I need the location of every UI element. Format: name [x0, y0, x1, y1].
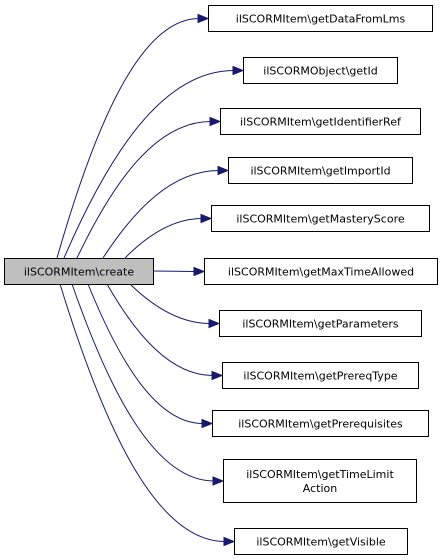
edge-9 [71, 283, 215, 482]
arrowhead-4 [200, 213, 213, 224]
target-node-10[interactable]: ilSCORMItem\getVisible [234, 528, 408, 555]
target-node-4-box [211, 205, 430, 232]
arrowhead-2 [209, 116, 222, 127]
target-node-4-label-0: ilSCORMItem\getMasteryScore [236, 213, 404, 226]
edge-7 [106, 283, 214, 376]
target-node-1[interactable]: ilSCORMObject\getId [243, 57, 398, 84]
target-node-7-box [222, 362, 419, 389]
target-node-10-label-0: ilSCORMItem\getVisible [256, 536, 386, 549]
target-node-4[interactable]: ilSCORMItem\getMasteryScore [211, 205, 430, 232]
target-node-6-box [219, 310, 422, 337]
target-node-7[interactable]: ilSCORMItem\getPrereqType [222, 362, 419, 389]
target-node-0-box [208, 5, 433, 32]
target-node-1-box [243, 57, 398, 84]
arrowhead-8 [201, 418, 214, 429]
target-node-9-box [223, 459, 417, 503]
target-node-2-label-0: ilSCORMItem\getIdentifierRef [240, 116, 402, 129]
target-node-6-label-0: ilSCORMItem\getParameters [242, 318, 399, 331]
call-edges [56, 13, 245, 547]
edge-10 [59, 283, 226, 542]
target-node-8-label-0: ilSCORMItem\getPrerequisites [238, 418, 403, 431]
arrowhead-9 [212, 476, 225, 486]
target-node-3[interactable]: ilSCORMItem\getImportId [228, 157, 413, 184]
target-node-2-box [220, 108, 421, 135]
source-node-label: ilSCORMItem\create [24, 266, 134, 279]
edge-8 [87, 283, 204, 424]
target-node-10-box [234, 528, 408, 555]
target-node-9-label-1: Action [303, 482, 337, 495]
edge-1 [63, 70, 235, 259]
source-node-box [4, 258, 154, 285]
arrowhead-3 [217, 165, 230, 176]
arrowhead-0 [197, 13, 210, 24]
target-node-3-label-0: ilSCORMItem\getImportId [250, 165, 390, 178]
target-node-5[interactable]: ilSCORMItem\getMaxTimeAllowed [204, 258, 438, 285]
target-node-6[interactable]: ilSCORMItem\getParameters [219, 310, 422, 337]
target-node-0-label-0: ilSCORMItem\getDataFromLms [236, 13, 406, 26]
source-node[interactable]: ilSCORMItem\create [4, 258, 154, 285]
target-node-1-label-0: ilSCORMObject\getId [263, 65, 377, 78]
target-node-9-label-0: ilSCORMItem\getTimeLimit [246, 468, 394, 481]
target-node-8[interactable]: ilSCORMItem\getPrerequisites [212, 410, 429, 437]
edge-2 [76, 121, 212, 259]
target-node-2[interactable]: ilSCORMItem\getIdentifierRef [220, 108, 421, 135]
edge-4 [124, 218, 203, 259]
arrowhead-7 [211, 370, 224, 381]
arrowhead-1 [232, 65, 245, 76]
call-nodes: ilSCORMItem\create ilSCORMItem\getDataFro… [4, 5, 438, 555]
target-node-7-label-0: ilSCORMItem\getPrereqType [243, 370, 397, 383]
edge-6 [129, 283, 211, 324]
edge-3 [102, 170, 220, 259]
arrowhead-6 [208, 318, 221, 329]
arrowhead-5 [193, 266, 206, 277]
target-node-5-label-0: ilSCORMItem\getMaxTimeAllowed [228, 266, 414, 279]
target-node-5-box [204, 258, 438, 285]
arrowhead-10 [223, 536, 236, 547]
edge-0 [56, 18, 200, 259]
target-node-3-box [228, 157, 413, 184]
edge-5 [152, 270, 196, 272]
target-node-8-box [212, 410, 429, 437]
target-node-0[interactable]: ilSCORMItem\getDataFromLms [208, 5, 433, 32]
